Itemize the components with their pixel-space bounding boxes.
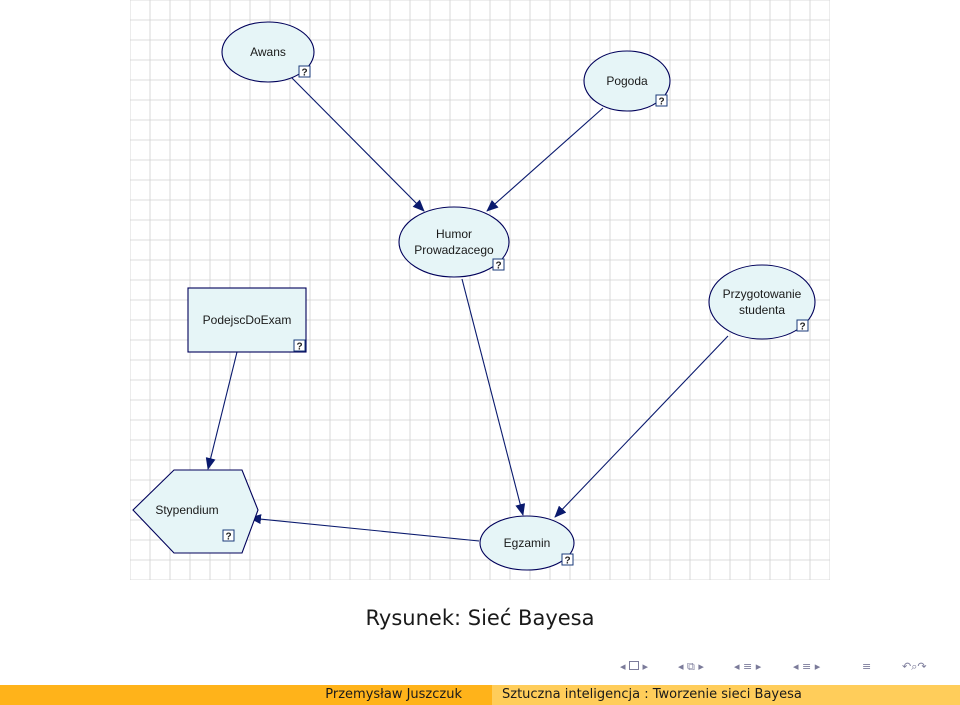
question-badge-icon[interactable]: ? <box>655 94 668 108</box>
node-podejsc-shape <box>187 287 307 353</box>
bayes-network-diagram: Awans?Pogoda?HumorProwadzacego?Przygotow… <box>130 0 830 580</box>
edge-awans-to-humor <box>289 75 425 212</box>
footer-author: Przemysław Juszczuk <box>0 685 492 705</box>
figure-caption: Rysunek: Sieć Bayesa <box>365 606 595 630</box>
svg-text:?: ? <box>658 97 664 108</box>
node-humor-label: Prowadzacego <box>414 243 494 257</box>
node-stypendium[interactable]: Stypendium? <box>132 469 259 554</box>
node-awans[interactable]: Awans? <box>221 21 315 83</box>
node-awans-shape <box>221 21 315 83</box>
frame-nav-icon[interactable]: ◂ ▸ <box>620 660 649 673</box>
section-nav-icon[interactable]: ◂ ≡ ▸ <box>734 660 762 673</box>
node-egzamin-shape <box>479 515 575 571</box>
edge-podejsc-to-stypendium <box>205 351 238 470</box>
footer-bar: Przemysław Juszczuk Sztuczna inteligencj… <box>0 685 960 705</box>
node-egzamin-label: Egzamin <box>504 536 551 550</box>
subsection-nav-icon[interactable]: ◂ ⧉ ▸ <box>678 660 704 673</box>
appendix-nav-icon[interactable]: ◂ ≡ ▸ <box>793 660 821 673</box>
node-pogoda[interactable]: Pogoda? <box>583 50 671 112</box>
question-badge-icon[interactable]: ? <box>561 553 574 567</box>
node-przygotowanie[interactable]: Przygotowanie studenta? <box>708 264 816 340</box>
svg-text:?: ? <box>799 322 805 333</box>
svg-text:?: ? <box>564 556 570 567</box>
node-stypendium-label: Stypendium <box>155 503 218 517</box>
node-przygotowanie-shape <box>708 264 816 340</box>
node-przygotowanie-label: studenta <box>739 303 785 317</box>
node-pogoda-label: Pogoda <box>606 74 648 88</box>
node-przygotowanie-label: Przygotowanie <box>723 287 802 301</box>
node-egzamin[interactable]: Egzamin? <box>479 515 575 571</box>
question-badge-icon[interactable]: ? <box>796 319 809 333</box>
edge-egzamin-to-stypendium <box>249 514 480 542</box>
footer-title: Sztuczna inteligencja : Tworzenie sieci … <box>492 685 960 705</box>
search-icon[interactable]: ↶⌕↷ <box>902 660 927 673</box>
edge-przygotowanie-to-egzamin <box>554 335 729 518</box>
question-badge-icon[interactable]: ? <box>222 529 235 543</box>
svg-text:?: ? <box>296 342 302 353</box>
svg-text:?: ? <box>301 68 307 79</box>
node-awans-label: Awans <box>250 45 286 59</box>
question-badge-icon[interactable]: ? <box>492 258 505 272</box>
edge-humor-to-egzamin <box>461 278 526 516</box>
node-pogoda-shape <box>583 50 671 112</box>
node-podejsc-label: PodejscDoExam <box>203 313 292 327</box>
question-badge-icon[interactable]: ? <box>293 339 306 353</box>
edge-layer <box>205 75 729 542</box>
node-podejsc[interactable]: PodejscDoExam? <box>187 287 307 353</box>
question-badge-icon[interactable]: ? <box>298 65 311 79</box>
svg-text:?: ? <box>495 261 501 272</box>
node-layer: Awans?Pogoda?HumorProwadzacego?Przygotow… <box>132 21 816 571</box>
node-humor-label: Humor <box>436 227 472 241</box>
svg-text:?: ? <box>225 532 231 543</box>
edge-pogoda-to-humor <box>486 107 604 212</box>
align-icon[interactable]: ≡ <box>862 660 872 673</box>
node-humor-shape <box>398 206 510 278</box>
